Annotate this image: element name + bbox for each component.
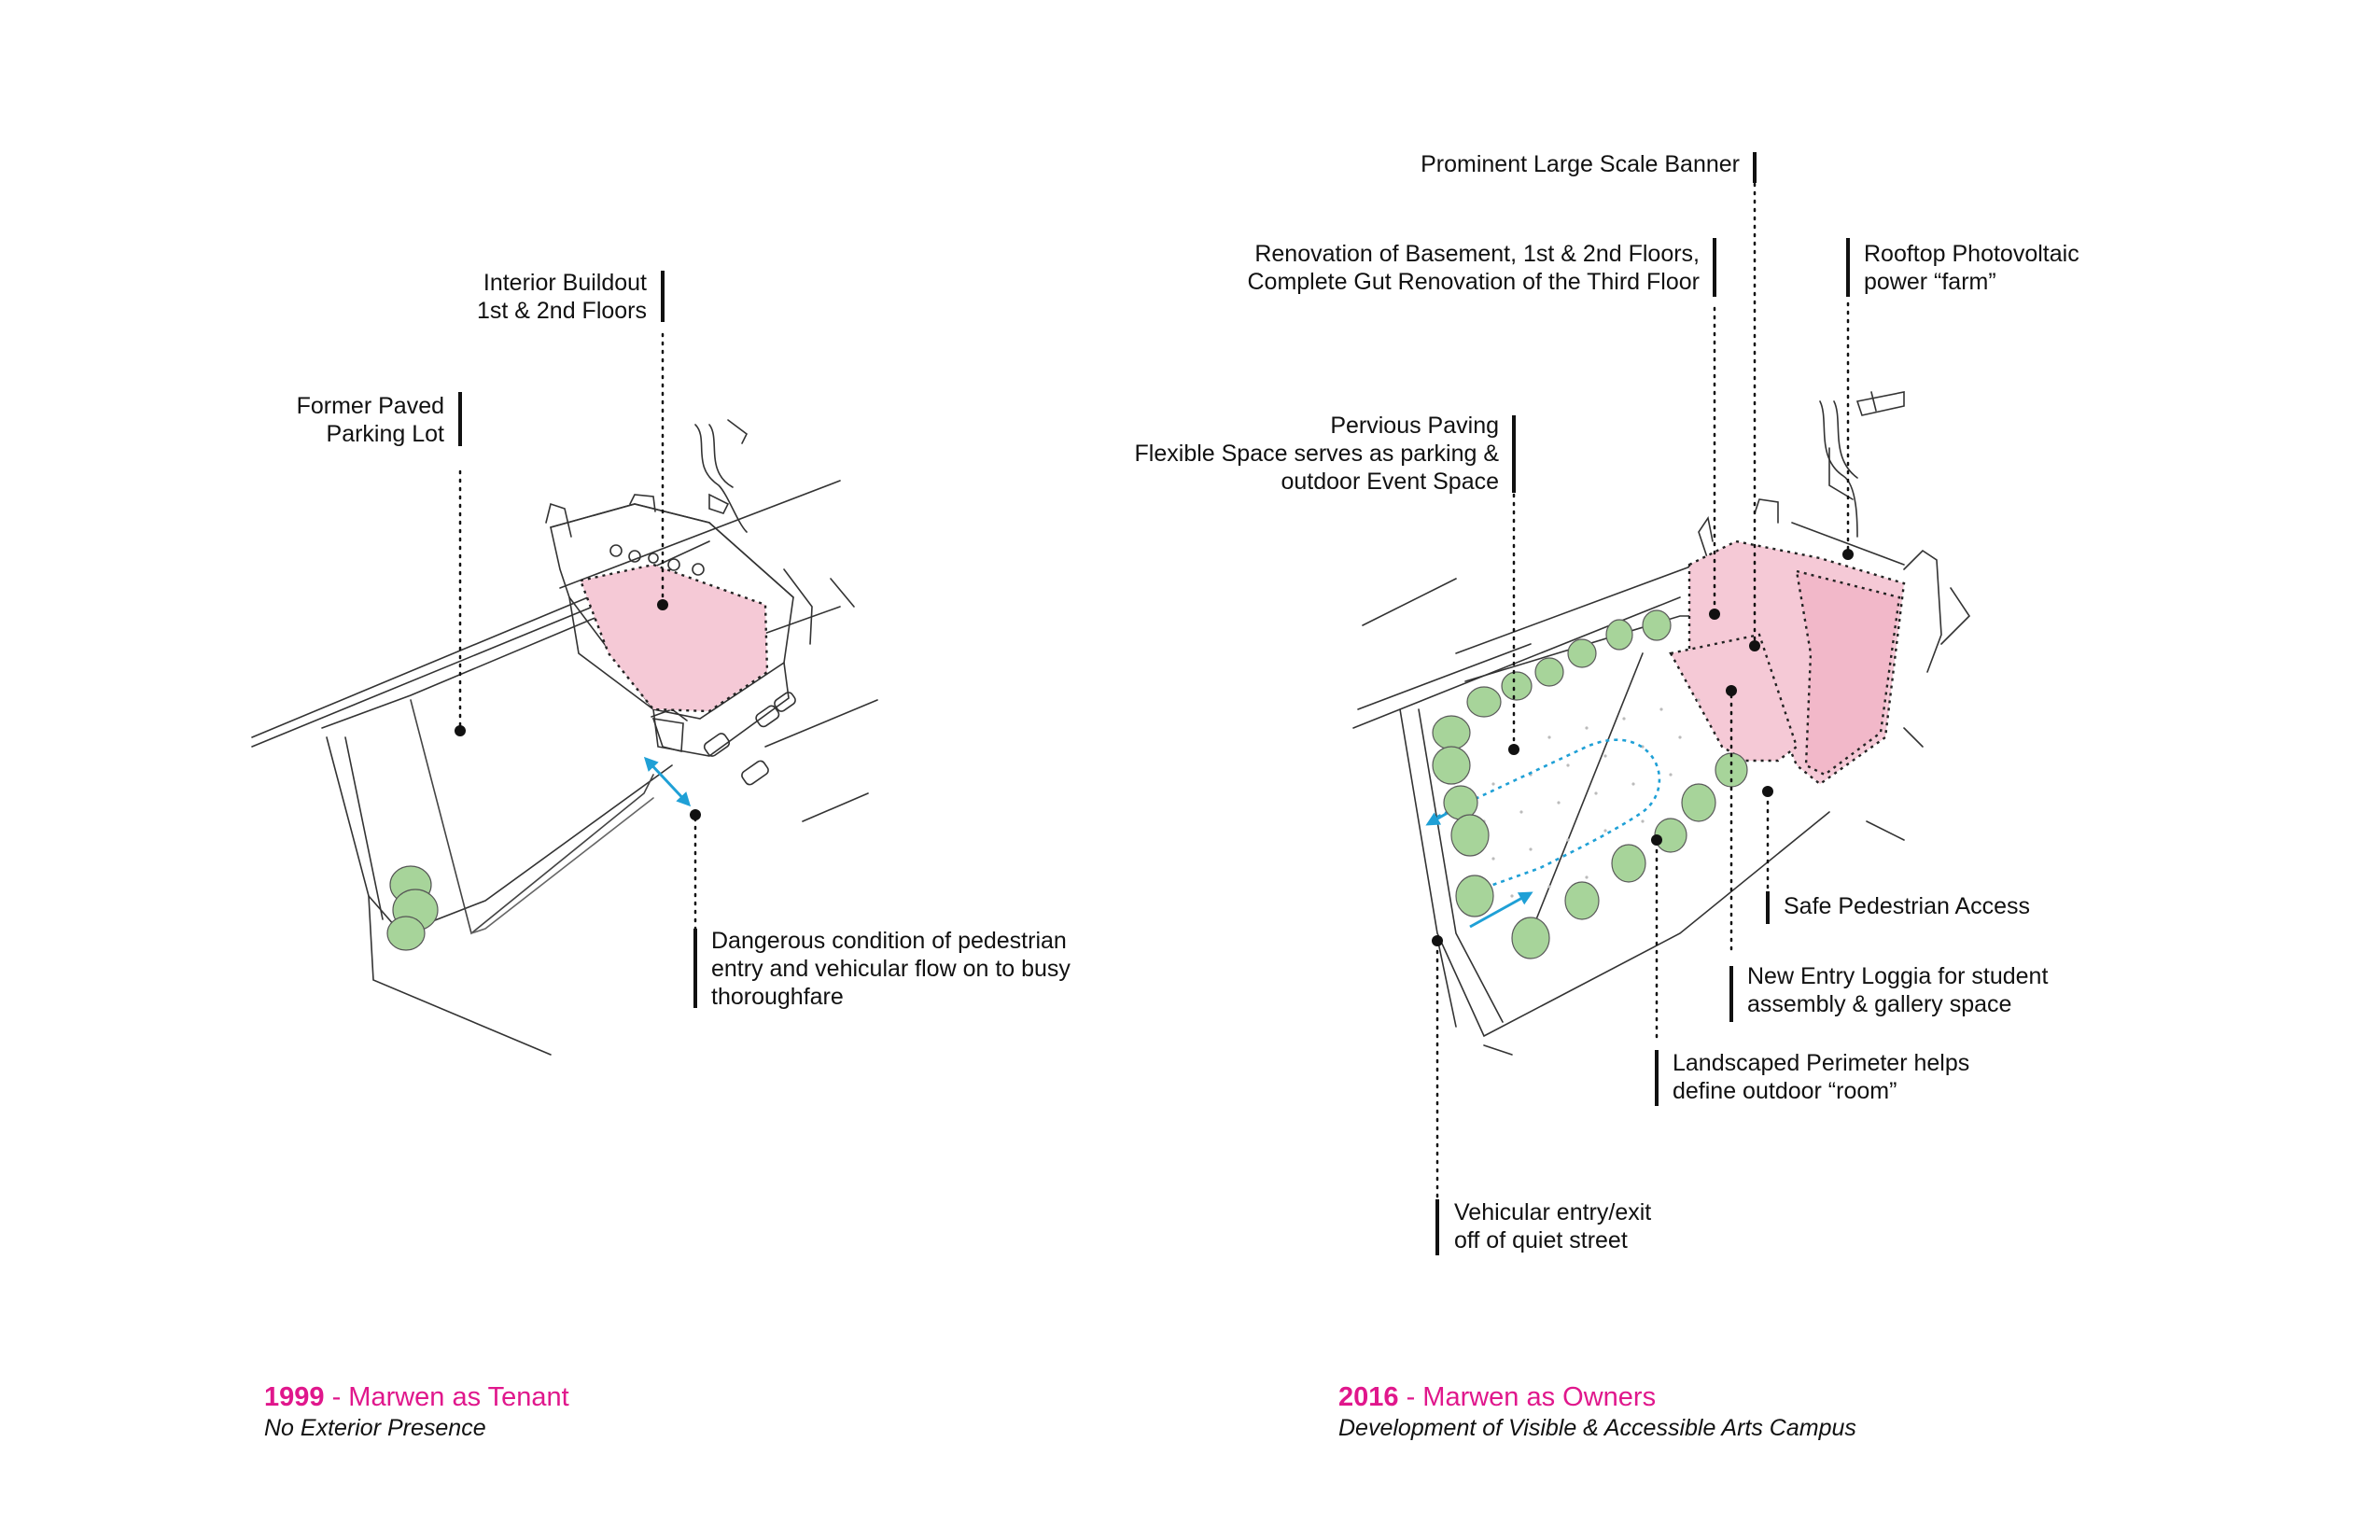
label-large-scale-banner: Prominent Large Scale Banner xyxy=(1421,151,1740,177)
vehicle-circulation-loop xyxy=(1436,738,1661,893)
label-former-parking-lot: Former Paved Parking Lot xyxy=(296,393,444,447)
label-pervious-paving: Pervious Paving Flexible Space serves as… xyxy=(1134,413,1499,495)
left-interior-highlight xyxy=(579,563,769,713)
vehicle-entry-arrow xyxy=(1469,891,1533,929)
label-renovation: Renovation of Basement, 1st & 2nd Floors… xyxy=(1247,241,1700,295)
plaza-paving-dots xyxy=(1482,698,1701,898)
label-interior-buildout: Interior Buildout 1st & 2nd Floors xyxy=(476,270,647,324)
right-anchor-dots xyxy=(1432,549,1854,946)
left-conflict-arrow xyxy=(643,756,692,807)
label-rooftop-photovoltaic: Rooftop Photovoltaic power “farm” xyxy=(1864,241,2079,295)
caption-2016-subtitle: Development of Visible & Accessible Arts… xyxy=(1338,1415,1856,1441)
label-dangerous-condition: Dangerous condition of pedestrian entry … xyxy=(711,928,1071,1010)
caption-1999: 1999 - Marwen as Tenant No Exterior Pres… xyxy=(264,1381,569,1443)
label-landscaped-perimeter: Landscaped Perimeter helps define outdoo… xyxy=(1673,1050,1970,1104)
right-building-highlight xyxy=(1669,539,1906,786)
caption-1999-subtitle: No Exterior Presence xyxy=(264,1415,486,1441)
label-vehicular-entry: Vehicular entry/exit off of quiet street xyxy=(1454,1199,1652,1253)
left-tree xyxy=(386,865,439,951)
right-label-bars xyxy=(1435,152,1850,1255)
right-leaders xyxy=(1435,174,1850,1198)
left-sketch xyxy=(251,419,878,1056)
left-anchor-dots xyxy=(455,599,701,820)
left-label-bars xyxy=(458,271,697,1008)
label-safe-pedestrian-access: Safe Pedestrian Access xyxy=(1784,893,2031,919)
perimeter-trees xyxy=(1432,609,1748,959)
label-entry-loggia: New Entry Loggia for student assembly & … xyxy=(1747,963,2049,1017)
left-leaders xyxy=(458,332,697,935)
caption-2016-title: 2016 - Marwen as Owners xyxy=(1338,1382,1657,1412)
caption-1999-title: 1999 - Marwen as Tenant xyxy=(264,1382,569,1412)
caption-2016: 2016 - Marwen as Owners Development of V… xyxy=(1338,1381,1856,1443)
